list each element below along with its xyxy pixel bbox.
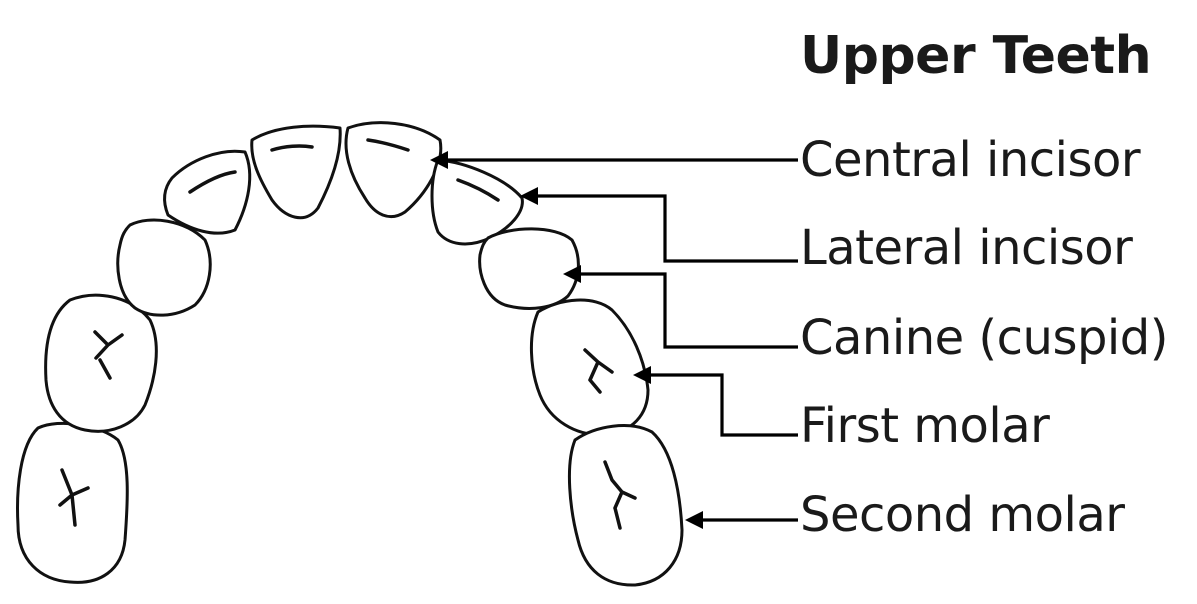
- tooth-right-canine: [478, 227, 580, 310]
- tooth-right-second-molar: [567, 424, 684, 587]
- tooth-left-lateral-incisor: [163, 149, 252, 235]
- arrowhead-lateral-incisor: [520, 187, 538, 205]
- label-lateral-incisor: Lateral incisor: [800, 220, 1133, 276]
- molar-groove-mark: [58, 468, 90, 527]
- label-second-molar: Second molar: [800, 487, 1125, 543]
- arrowhead-central-incisor: [430, 151, 448, 169]
- tooth-left-canine: [116, 218, 212, 317]
- incisor-edge-mark: [456, 178, 500, 202]
- tooth-left-central-incisor: [250, 124, 342, 220]
- arrowhead-canine: [563, 265, 581, 283]
- leader-line-canine: [578, 272, 798, 349]
- arrowhead-second-molar: [685, 511, 703, 529]
- molar-groove-mark: [93, 330, 124, 380]
- diagram-title: Upper Teeth: [800, 26, 1152, 86]
- label-first-molar: First molar: [800, 398, 1050, 454]
- molar-groove-mark: [603, 460, 637, 530]
- incisor-edge-mark: [270, 144, 314, 152]
- tooth-right-central-incisor: [344, 121, 443, 218]
- arrowhead-first-molar: [633, 366, 651, 384]
- incisor-edge-mark: [366, 138, 410, 152]
- label-central-incisor: Central incisor: [800, 132, 1141, 188]
- molar-groove-mark: [583, 348, 614, 394]
- leader-line-lateral-incisor: [535, 194, 798, 263]
- incisor-edge-mark: [188, 170, 237, 194]
- leader-line-first-molar: [648, 373, 798, 437]
- tooth-right-first-molar: [530, 298, 650, 437]
- label-canine: Canine (cuspid): [800, 310, 1168, 366]
